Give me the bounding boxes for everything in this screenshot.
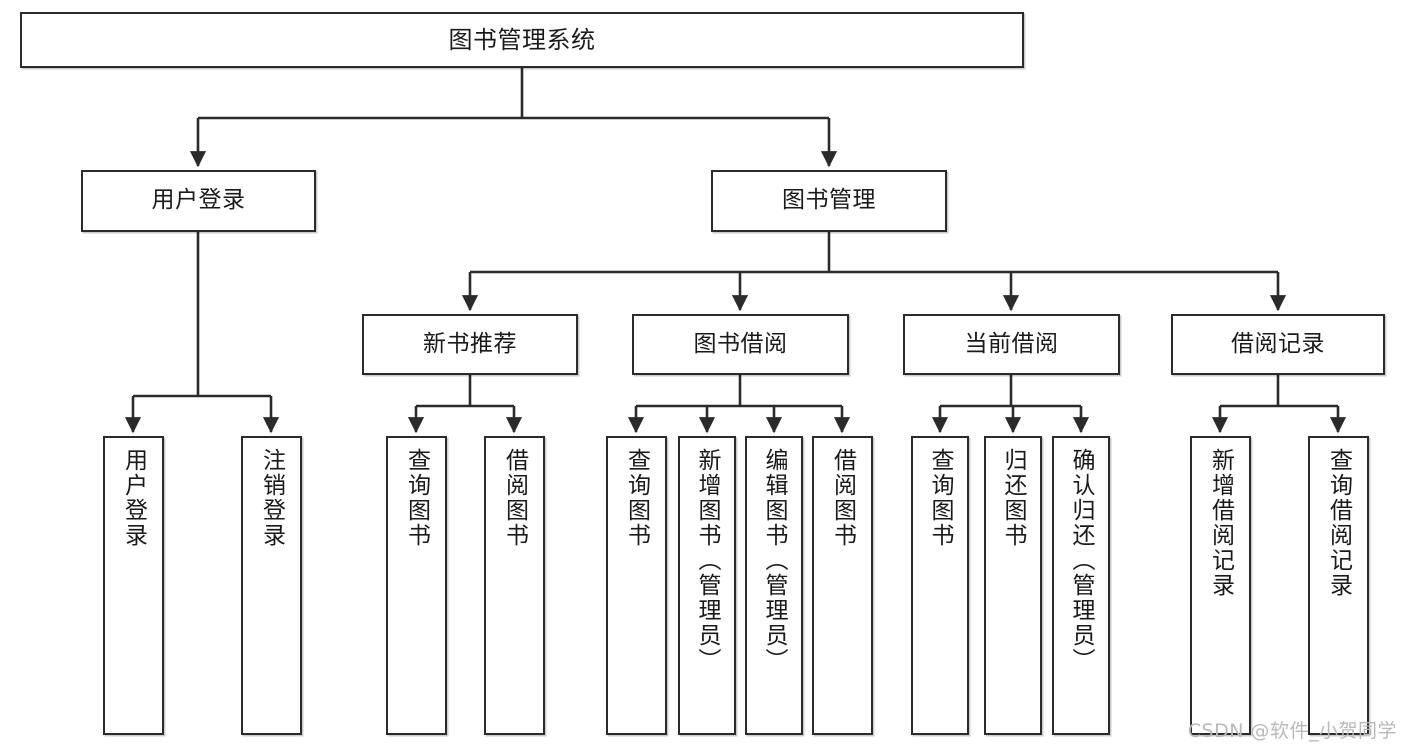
node-label: 归还图书 <box>1000 448 1027 548</box>
node-label: 图书管理 <box>782 187 876 214</box>
leaf-logout-login[interactable]: 注销登录 <box>241 436 302 735</box>
leaf-confirm-return-admin[interactable]: 确认归还（管理员） <box>1052 436 1110 735</box>
node-user-login[interactable]: 用户登录 <box>81 170 316 232</box>
leaf-query-book-recommend[interactable]: 查询图书 <box>386 436 447 735</box>
node-root-system[interactable]: 图书管理系统 <box>20 12 1024 68</box>
leaf-add-book-admin[interactable]: 新增图书（管理员） <box>678 436 736 735</box>
node-label: 新增借阅记录 <box>1207 448 1234 598</box>
node-label: 借阅记录 <box>1231 330 1325 357</box>
node-label: 查询图书 <box>927 448 954 548</box>
node-borrow-record[interactable]: 借阅记录 <box>1171 314 1385 375</box>
node-label: 新增图书（管理员） <box>694 448 721 673</box>
node-label: 当前借阅 <box>964 330 1059 357</box>
node-label: 查询图书 <box>403 448 430 548</box>
node-current-borrow[interactable]: 当前借阅 <box>903 314 1120 375</box>
leaf-add-borrow-record[interactable]: 新增借阅记录 <box>1190 436 1251 735</box>
node-label: 借阅图书 <box>829 448 856 548</box>
node-label: 确认归还（管理员） <box>1068 448 1095 673</box>
leaf-borrow-book-recommend[interactable]: 借阅图书 <box>484 436 545 735</box>
node-label: 查询借阅记录 <box>1325 448 1352 598</box>
node-label: 借阅图书 <box>501 448 528 548</box>
node-new-book-recommend[interactable]: 新书推荐 <box>362 314 578 375</box>
leaf-query-borrow-record[interactable]: 查询借阅记录 <box>1308 436 1369 735</box>
leaf-return-book[interactable]: 归还图书 <box>984 436 1042 735</box>
leaf-query-book-borrow[interactable]: 查询图书 <box>606 436 667 735</box>
leaf-user-login[interactable]: 用户登录 <box>103 436 164 735</box>
node-label: 编辑图书（管理员） <box>761 448 788 673</box>
node-label: 图书借阅 <box>693 330 788 357</box>
leaf-query-book-current[interactable]: 查询图书 <box>911 436 969 735</box>
node-label: 用户登录 <box>151 187 246 214</box>
node-label: 用户登录 <box>120 448 147 548</box>
node-book-manage[interactable]: 图书管理 <box>711 170 947 232</box>
node-book-borrow[interactable]: 图书借阅 <box>632 314 849 375</box>
leaf-edit-book-admin[interactable]: 编辑图书（管理员） <box>745 436 803 735</box>
watermark: CSDN @软件_小贺同学 <box>1187 720 1397 742</box>
node-label: 注销登录 <box>258 448 285 548</box>
node-label: 新书推荐 <box>423 330 517 357</box>
node-label: 图书管理系统 <box>448 25 596 54</box>
node-label: 查询图书 <box>623 448 650 548</box>
leaf-borrow-book[interactable]: 借阅图书 <box>812 436 873 735</box>
